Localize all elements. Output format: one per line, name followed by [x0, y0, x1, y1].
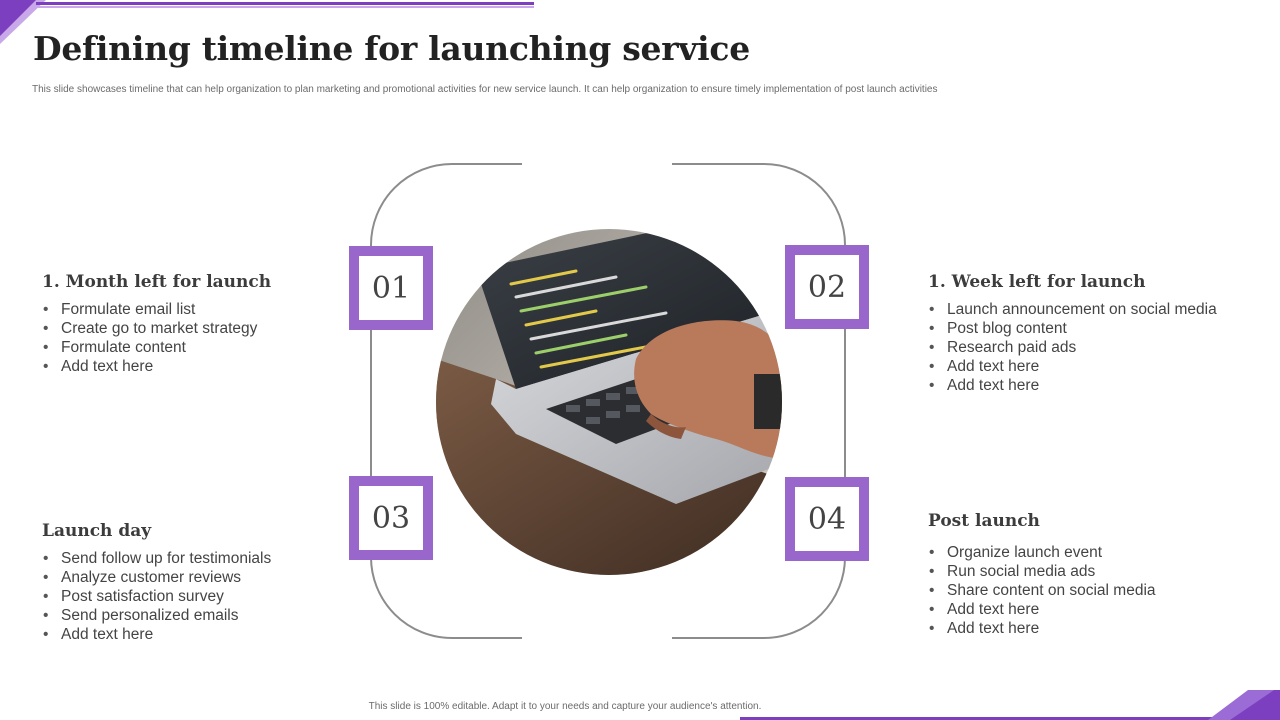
list-item: Post blog content — [928, 319, 1217, 338]
list-item: Add text here — [928, 376, 1217, 395]
laptop-photo-icon — [436, 229, 782, 575]
list-item: Formulate content — [42, 338, 271, 357]
list-item: Post satisfaction survey — [42, 587, 271, 606]
step-heading: 1. Week left for launch — [928, 272, 1146, 292]
step-number-box-01: 01 — [349, 246, 433, 330]
list-item: Formulate email list — [42, 300, 271, 319]
list-item: Add text here — [928, 357, 1217, 376]
step-block-01: 1. Month left for launch Formulate email… — [42, 272, 271, 376]
step-number: 04 — [795, 487, 859, 551]
list-item: Add text here — [928, 600, 1156, 619]
list-item: Send personalized emails — [42, 606, 271, 625]
page-subtitle: This slide showcases timeline that can h… — [32, 84, 938, 95]
step-heading: 1. Month left for launch — [42, 272, 272, 292]
list-item: Send follow up for testimonials — [42, 549, 271, 568]
list-item: Research paid ads — [928, 338, 1217, 357]
footer-text: This slide is 100% editable. Adapt it to… — [368, 701, 762, 712]
list-item: Add text here — [42, 625, 271, 644]
list-item: Organize launch event — [928, 543, 1156, 562]
step-list: Launch announcement on social media Post… — [928, 300, 1217, 395]
laptop-typing-photo — [436, 229, 782, 575]
step-list: Send follow up for testimonials Analyze … — [42, 549, 271, 644]
page-title: Defining timeline for launching service — [33, 29, 750, 68]
step-block-02: 1. Week left for launch Launch announcem… — [928, 272, 1217, 395]
step-list: Organize launch event Run social media a… — [928, 543, 1156, 638]
step-number: 02 — [795, 255, 859, 319]
step-number: 03 — [359, 486, 423, 550]
list-item: Launch announcement on social media — [928, 300, 1217, 319]
step-number-box-02: 02 — [785, 245, 869, 329]
timeline-frame — [370, 161, 846, 641]
footer-note: This slide is 100% editable. Adapt it to… — [0, 701, 1280, 712]
bottom-right-accent — [740, 690, 1280, 720]
step-block-04: Post launch Organize launch event Run so… — [928, 511, 1156, 638]
step-block-03: Launch day Send follow up for testimonia… — [42, 521, 271, 644]
step-heading: Launch day — [42, 521, 152, 541]
list-item: Analyze customer reviews — [42, 568, 271, 587]
list-item: Add text here — [42, 357, 271, 376]
step-list: Formulate email list Create go to market… — [42, 300, 271, 376]
list-item: Run social media ads — [928, 562, 1156, 581]
step-number-box-03: 03 — [349, 476, 433, 560]
step-number: 01 — [359, 256, 423, 320]
top-left-accent — [0, 0, 534, 44]
list-item: Create go to market strategy — [42, 319, 271, 338]
step-number-box-04: 04 — [785, 477, 869, 561]
step-heading: Post launch — [928, 511, 1040, 531]
list-item: Share content on social media — [928, 581, 1156, 600]
list-item: Add text here — [928, 619, 1156, 638]
